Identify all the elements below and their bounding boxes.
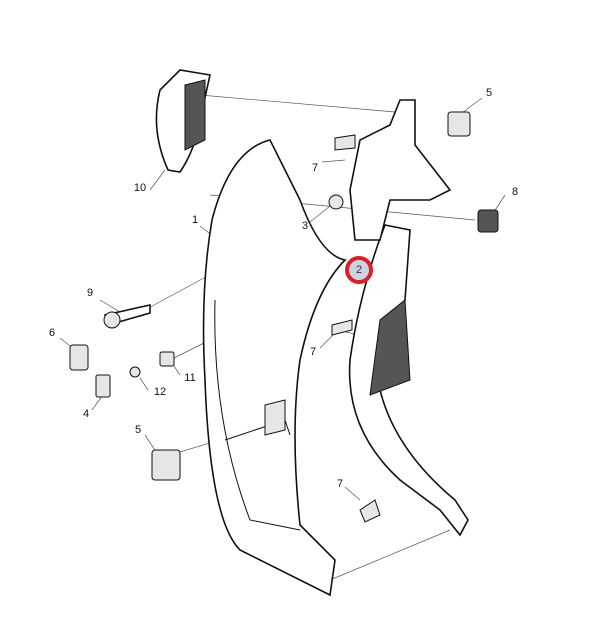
callout-9[interactable]: 9 (86, 287, 94, 299)
upper-bracket (334, 99, 452, 241)
callout-5[interactable]: 5 (134, 424, 142, 436)
callout-4[interactable]: 4 (82, 408, 90, 420)
callout-12[interactable]: 12 (153, 386, 167, 398)
callout-8[interactable]: 8 (511, 186, 519, 198)
part-1-panel (202, 139, 347, 597)
callout-7[interactable]: 7 (311, 162, 319, 174)
callout-7[interactable]: 7 (336, 478, 344, 490)
part-10-bracket (155, 69, 211, 173)
part-2-panel (348, 224, 469, 537)
callout-1[interactable]: 1 (191, 214, 199, 226)
callout-3[interactable]: 3 (301, 220, 309, 232)
callout-11[interactable]: 11 (184, 372, 196, 384)
callout-10[interactable]: 10 (133, 182, 147, 194)
fasteners (69, 111, 499, 523)
callout-7[interactable]: 7 (309, 346, 317, 358)
callout-2-highlighted[interactable]: 2 (345, 256, 373, 284)
callout-6[interactable]: 6 (48, 327, 56, 339)
callout-5[interactable]: 5 (485, 87, 493, 99)
